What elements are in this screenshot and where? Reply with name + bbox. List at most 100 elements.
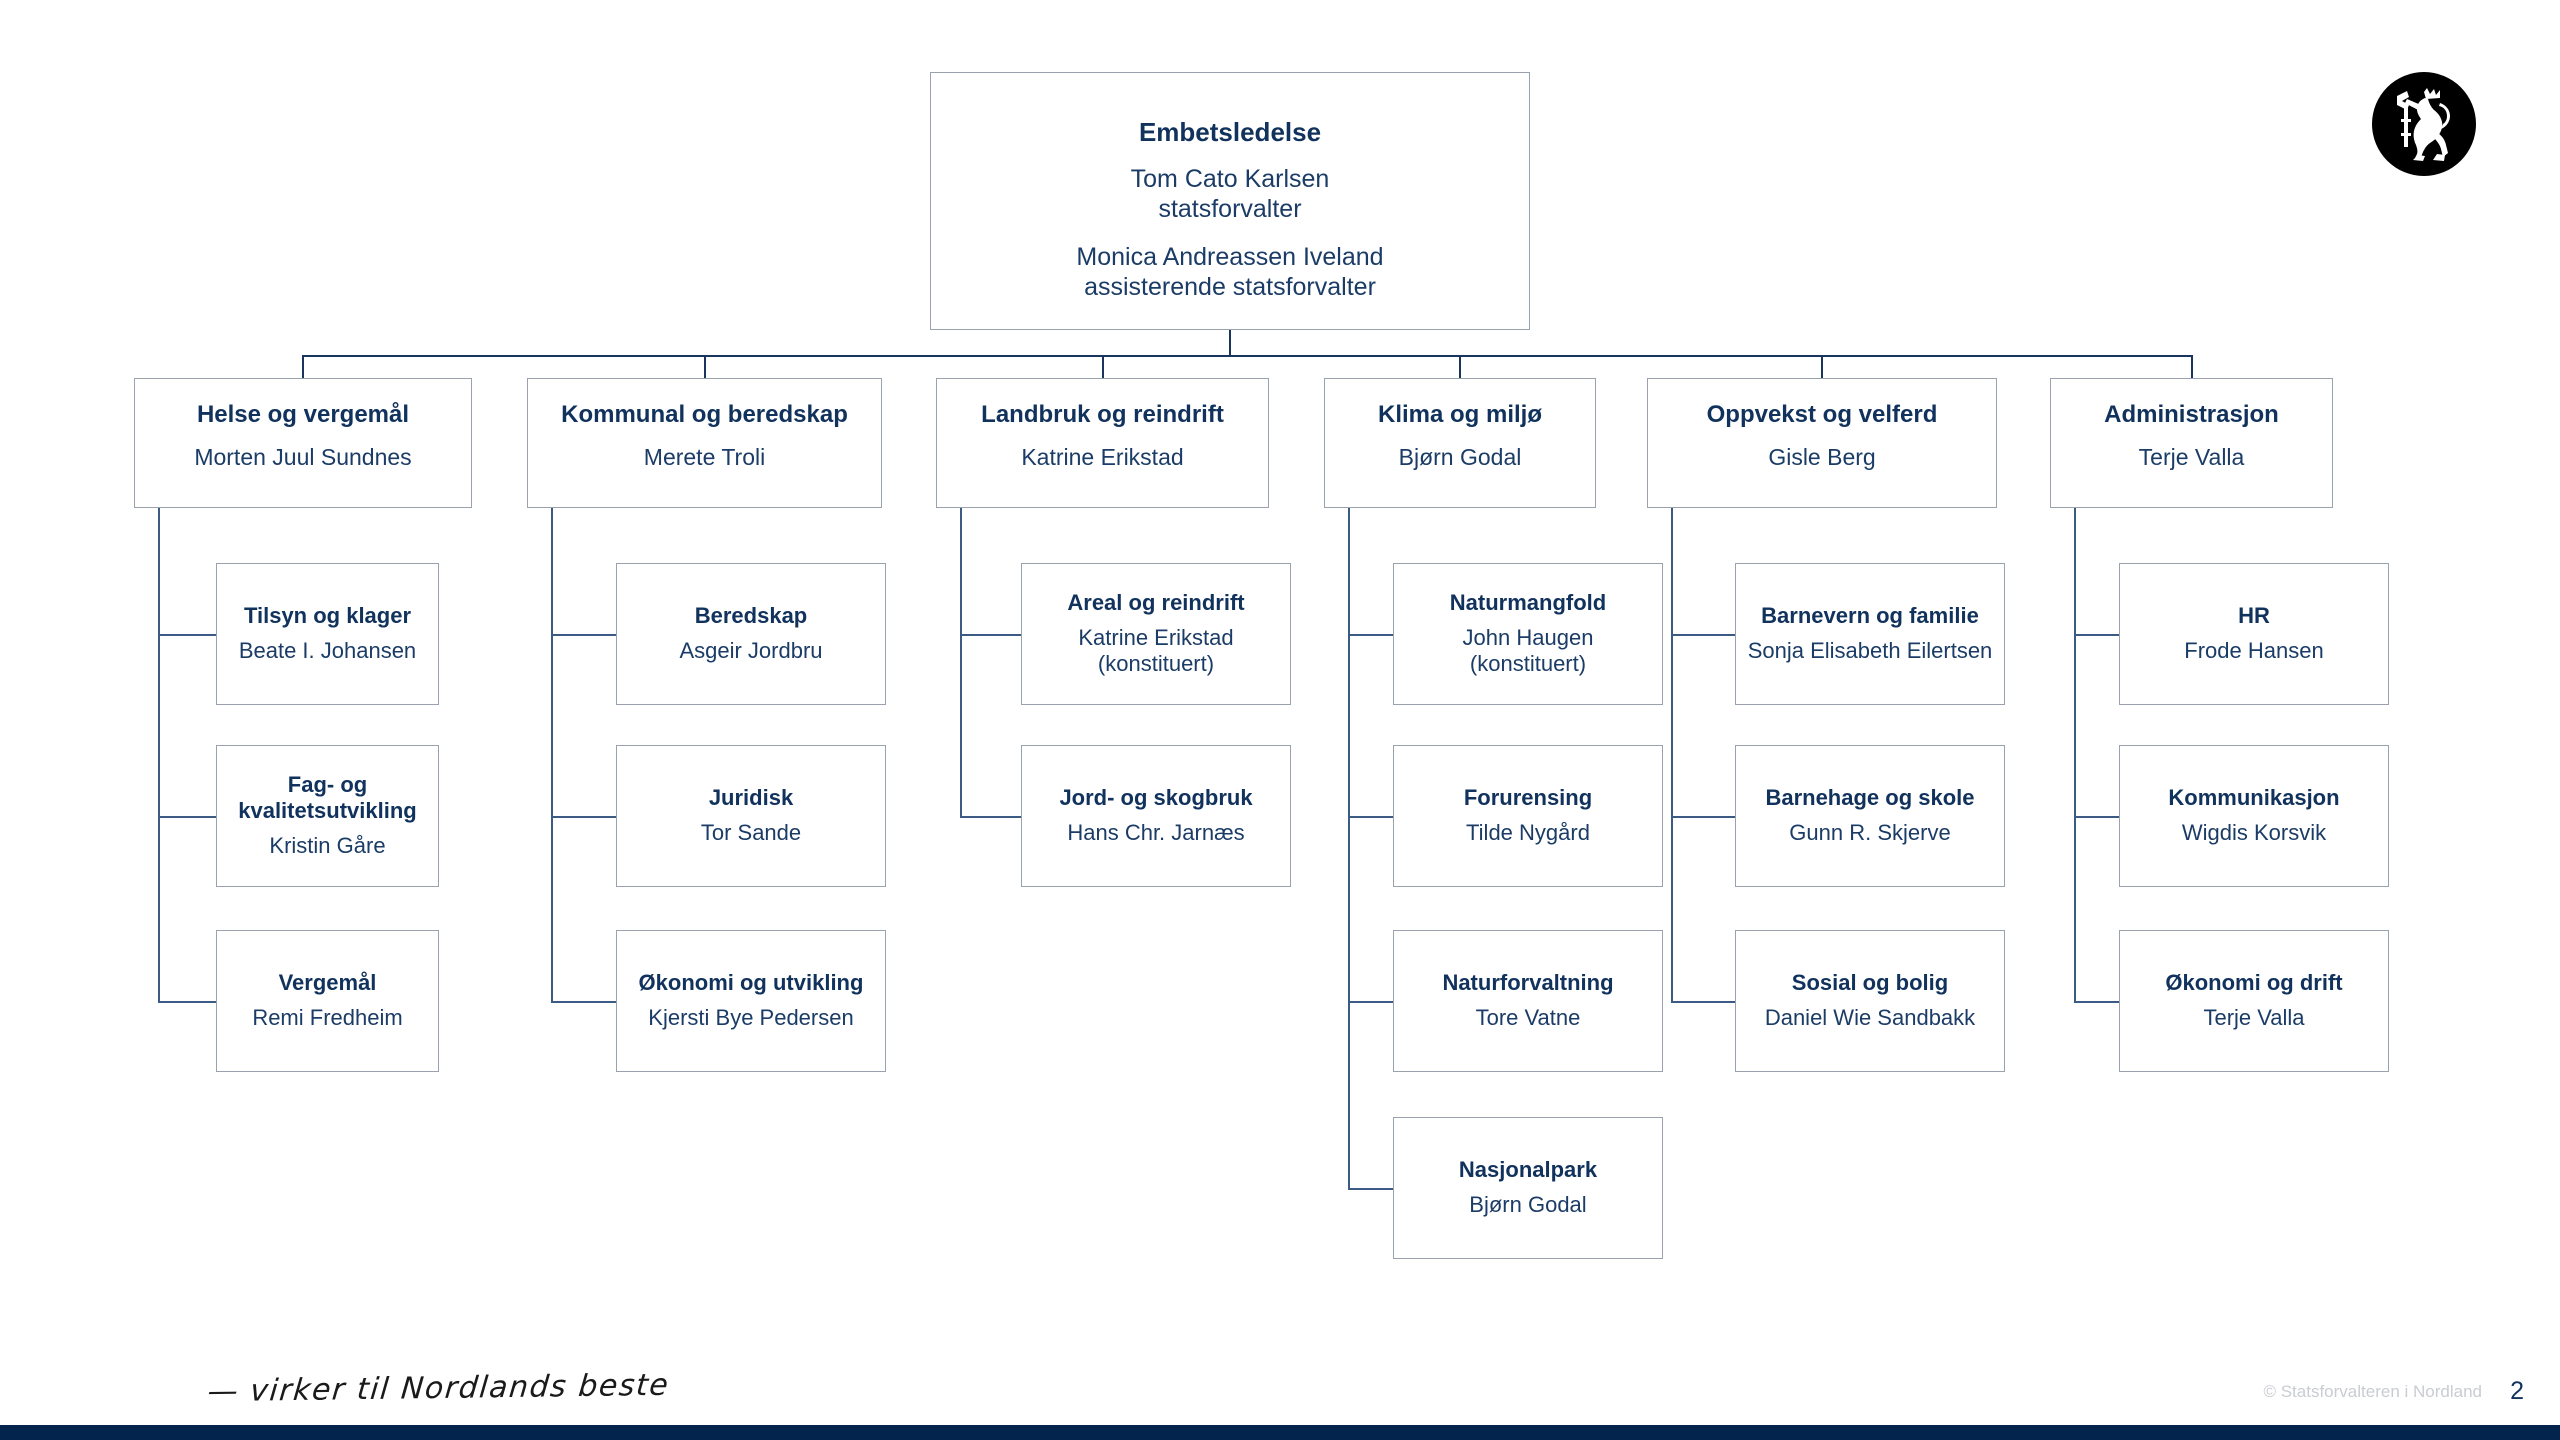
- connector-unit-stub-5-0: [2074, 634, 2119, 636]
- unit-person: Katrine Erikstad: [1078, 624, 1234, 650]
- connector-dept-drop-3: [1459, 355, 1461, 378]
- unit-title: Sosial og bolig: [1791, 970, 1949, 996]
- unit-title: Kommunikasjon: [2168, 785, 2340, 811]
- unit-title: Vergemål: [278, 970, 377, 996]
- connector-spine-1: [551, 508, 553, 1001]
- connector-dept-drop-0: [302, 355, 304, 378]
- root-person2-name: Monica Andreassen Iveland: [1076, 242, 1384, 271]
- connector-dept-drop-5: [2190, 355, 2193, 378]
- connector-unit-stub-1-1: [551, 816, 616, 818]
- dept-title: Landbruk og reindrift: [981, 401, 1224, 428]
- handwritten-tagline: — virker til Nordlands beste: [206, 1367, 672, 1410]
- connector-unit-stub-3-3: [1348, 1188, 1393, 1190]
- unit-person: Beate I. Johansen: [238, 638, 417, 664]
- unit-person: Bjørn Godal: [1469, 1192, 1587, 1218]
- unit-person: Terje Valla: [2203, 1005, 2305, 1031]
- connector-unit-stub-1-2: [551, 1001, 616, 1003]
- unit-person-note: (konstituert): [1097, 651, 1215, 677]
- unit-title: Naturmangfold: [1449, 589, 1607, 615]
- unit-title: Barnevern og familie: [1761, 603, 1979, 629]
- dept-title: Klima og miljø: [1377, 401, 1542, 428]
- connector-spine-2: [960, 508, 962, 816]
- connector-unit-stub-5-1: [2074, 816, 2119, 818]
- dept-person: Bjørn Godal: [1398, 444, 1522, 471]
- unit-person: Wigdis Korsvik: [2181, 820, 2327, 846]
- connector-unit-stub-2-1: [960, 816, 1021, 818]
- unit-person: Tore Vatne: [1475, 1005, 1581, 1031]
- unit-title: Fag- og kvalitetsutvikling: [238, 772, 417, 824]
- norwegian-coat-of-arms-lion-icon: [2372, 72, 2476, 176]
- root-person1-name: Tom Cato Karlsen: [1130, 164, 1330, 193]
- connector-unit-stub-4-2: [1671, 1001, 1735, 1003]
- unit-person: Frode Hansen: [2184, 638, 2324, 664]
- root-person1-role: statsforvalter: [1158, 195, 1302, 224]
- unit-title: Økonomi og utvikling: [638, 970, 864, 996]
- org-node-root[interactable]: Embetsledelse Tom Cato Karlsen statsforv…: [930, 72, 1530, 330]
- unit-title: Juridisk: [708, 785, 794, 811]
- dept-person: Gisle Berg: [1768, 444, 1876, 471]
- unit-title: Areal og reindrift: [1067, 589, 1245, 615]
- connector-spine-3: [1348, 508, 1350, 1188]
- unit-title: Økonomi og drift: [2165, 970, 2343, 996]
- unit-title: Beredskap: [694, 603, 808, 629]
- dept-title: Helse og vergemål: [196, 401, 410, 428]
- unit-person-note: (konstituert): [1469, 651, 1587, 677]
- unit-title: HR: [2238, 603, 2270, 629]
- unit-person: Tor Sande: [700, 820, 802, 846]
- copyright-text: © Statsforvalteren i Nordland: [2263, 1382, 2482, 1401]
- connector-unit-stub-3-2: [1348, 1001, 1393, 1003]
- unit-title: Nasjonalpark: [1458, 1157, 1598, 1183]
- unit-person: Sonja Elisabeth Eilertsen: [1747, 638, 1993, 664]
- unit-title: Naturforvaltning: [1442, 970, 1614, 996]
- unit-title: Tilsyn og klager: [243, 603, 412, 629]
- unit-person: Remi Fredheim: [252, 1005, 403, 1031]
- connector-unit-stub-1-0: [551, 634, 616, 636]
- unit-title: Jord- og skogbruk: [1059, 785, 1253, 811]
- dept-person: Merete Troli: [643, 444, 766, 471]
- unit-person: Tilde Nygård: [1466, 820, 1590, 846]
- unit-person: John Haugen: [1462, 624, 1594, 650]
- connector-spine-5: [2074, 508, 2076, 1001]
- connector-root-stem: [1229, 330, 1231, 355]
- dept-title: Kommunal og beredskap: [561, 401, 848, 428]
- connector-root-bus: [303, 355, 2192, 357]
- unit-person: Asgeir Jordbru: [679, 638, 823, 664]
- org-node-unit-5-0[interactable]: HR Frode Hansen: [2119, 563, 2389, 705]
- connector-unit-stub-2-0: [960, 634, 1021, 636]
- unit-person: Hans Chr. Jarnæs: [1067, 820, 1245, 846]
- connector-dept-drop-2: [1101, 355, 1104, 378]
- root-title: Embetsledelse: [1138, 117, 1322, 147]
- page-number: 2: [2510, 1377, 2524, 1405]
- unit-title: Barnehage og skole: [1765, 785, 1975, 811]
- connector-unit-stub-0-1: [158, 816, 216, 818]
- connector-unit-stub-3-0: [1348, 634, 1393, 636]
- dept-person: Terje Valla: [2138, 444, 2245, 471]
- connector-unit-stub-0-0: [158, 634, 216, 636]
- dept-person: Morten Juul Sundnes: [194, 444, 412, 471]
- connector-unit-stub-4-1: [1671, 816, 1735, 818]
